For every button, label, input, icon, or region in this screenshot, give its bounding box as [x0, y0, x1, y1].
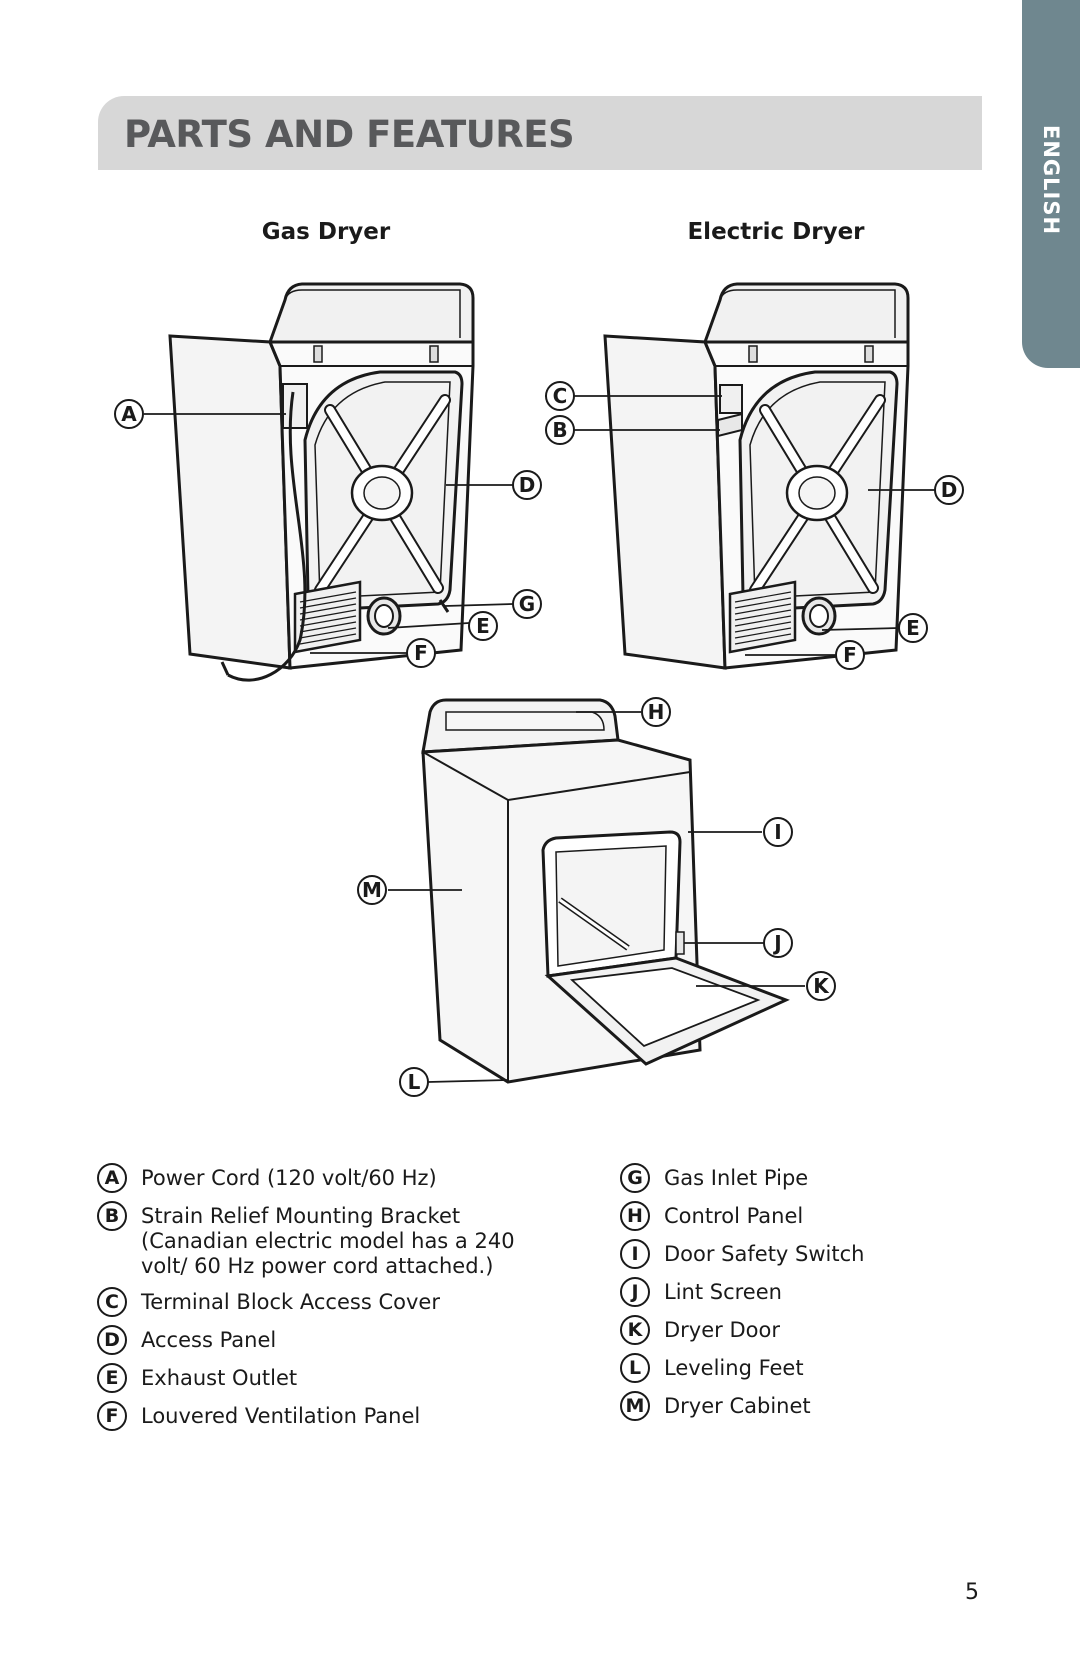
- legend-text: Lint Screen: [664, 1280, 782, 1304]
- callout-d-electric: D: [934, 475, 964, 505]
- callout-f-electric-label: F: [843, 643, 857, 667]
- legend-item: D Access Panel: [97, 1325, 561, 1355]
- callout-d-gas-label: D: [519, 473, 536, 497]
- legend-left: A Power Cord (120 volt/60 Hz) B Strain Rel…: [97, 1163, 561, 1442]
- dryer-illustrations: A B C D D E E F F G H I J K L M: [114, 0, 964, 1097]
- legend-letter: H: [620, 1201, 650, 1231]
- legend-letter: C: [97, 1287, 127, 1317]
- legend-item: G Gas Inlet Pipe: [620, 1163, 864, 1193]
- legend-text: Dryer Door: [664, 1318, 780, 1342]
- callout-f-gas: F: [406, 638, 436, 668]
- callout-m-label: M: [362, 878, 382, 902]
- legend-text: Leveling Feet: [664, 1356, 804, 1380]
- callout-g: G: [512, 589, 542, 619]
- legend-item: M Dryer Cabinet: [620, 1391, 864, 1421]
- callout-e-gas-label: E: [476, 614, 490, 638]
- legend-text: Control Panel: [664, 1204, 804, 1228]
- callout-m: M: [357, 875, 387, 905]
- callout-d-electric-label: D: [941, 478, 958, 502]
- callout-e-electric: E: [898, 613, 928, 643]
- legend-letter: B: [97, 1201, 127, 1231]
- callout-f-gas-label: F: [414, 641, 428, 665]
- legend-item: A Power Cord (120 volt/60 Hz): [97, 1163, 561, 1193]
- legend-text: Gas Inlet Pipe: [664, 1166, 809, 1190]
- legend-item: I Door Safety Switch: [620, 1239, 865, 1269]
- legend-text: Dryer Cabinet: [664, 1394, 811, 1418]
- legend-letter: K: [620, 1315, 650, 1345]
- callout-l: L: [399, 1067, 429, 1097]
- legend-right: G Gas Inlet Pipe H Control Panel I Door Saf…: [620, 1163, 865, 1432]
- legend-letter: F: [97, 1401, 127, 1431]
- callout-f-electric: F: [835, 640, 865, 670]
- legend-item: E Exhaust Outlet: [97, 1363, 561, 1393]
- legend-letter: E: [97, 1363, 127, 1393]
- legend-letter: G: [620, 1163, 650, 1193]
- electric-dryer-title: Electric Dryer: [687, 219, 865, 245]
- legend-item: B Strain Relief Mounting Bracket (Canadia…: [97, 1201, 561, 1279]
- legend-text: Louvered Ventilation Panel: [141, 1404, 421, 1428]
- callout-c-label: C: [553, 384, 568, 408]
- legend-item: F Louvered Ventilation Panel: [97, 1401, 561, 1431]
- callout-k-label: K: [813, 974, 830, 998]
- callout-j: J: [763, 928, 793, 958]
- legend-text: Door Safety Switch: [664, 1242, 865, 1266]
- legend-letter: L: [620, 1353, 650, 1383]
- legend-letter: J: [620, 1277, 650, 1307]
- callout-e-gas: E: [468, 611, 498, 641]
- callout-e-electric-label: E: [906, 616, 920, 640]
- page-title: PARTS AND FEATURES: [124, 113, 575, 156]
- legend-letter: A: [97, 1163, 127, 1193]
- callout-g-label: G: [519, 592, 535, 616]
- legend-text: Strain Relief Mounting Bracket (Canadian…: [141, 1204, 515, 1278]
- legend-item: L Leveling Feet: [620, 1353, 864, 1383]
- callout-i-label: I: [774, 820, 781, 844]
- callout-i: I: [763, 817, 793, 847]
- language-tab: ENGLISH: [1022, 0, 1080, 368]
- callout-d-gas: D: [512, 470, 542, 500]
- callout-h-label: H: [648, 700, 665, 724]
- legend-item: C Terminal Block Access Cover: [97, 1287, 561, 1317]
- legend-letter: M: [620, 1391, 650, 1421]
- callout-l-label: L: [408, 1070, 421, 1094]
- callout-k: K: [806, 971, 836, 1001]
- legend-item: H Control Panel: [620, 1201, 864, 1231]
- callout-c: C: [545, 381, 575, 411]
- legend-letter: I: [620, 1239, 650, 1269]
- callout-j-label: J: [772, 931, 781, 955]
- legend-text: Access Panel: [141, 1328, 277, 1352]
- callout-h: H: [641, 697, 671, 727]
- callout-a-label: A: [121, 402, 137, 426]
- legend-text: Exhaust Outlet: [141, 1366, 298, 1390]
- callout-b-label: B: [552, 418, 567, 442]
- legend-letter: D: [97, 1325, 127, 1355]
- callout-a: A: [114, 399, 144, 429]
- callout-b: B: [545, 415, 575, 445]
- legend-text: Power Cord (120 volt/60 Hz): [141, 1166, 437, 1190]
- legend-text: Terminal Block Access Cover: [141, 1290, 440, 1314]
- legend-item: K Dryer Door: [620, 1315, 864, 1345]
- page-number: 5: [965, 1580, 979, 1605]
- gas-dryer-title: Gas Dryer: [261, 219, 391, 245]
- section-header: PARTS AND FEATURES: [98, 96, 982, 170]
- legend-item: J Lint Screen: [620, 1277, 864, 1307]
